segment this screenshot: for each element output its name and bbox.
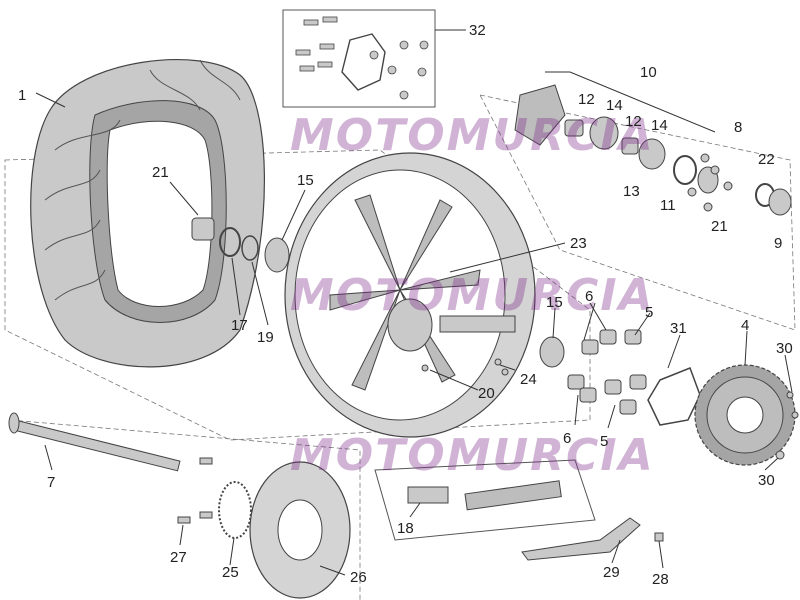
callout-5-lower: 5 bbox=[600, 433, 608, 450]
cush-drive-group bbox=[514, 84, 792, 216]
brake-disc bbox=[249, 461, 351, 599]
callout-30-lower: 30 bbox=[758, 472, 775, 489]
callout-30-upper: 30 bbox=[776, 340, 793, 357]
callout-10: 10 bbox=[640, 64, 657, 81]
abs-ring-25 bbox=[218, 481, 252, 539]
callout-15-left: 15 bbox=[297, 172, 314, 189]
rear-sprocket bbox=[694, 364, 796, 466]
bolt-kit-box bbox=[282, 9, 436, 108]
callout-27: 27 bbox=[170, 549, 187, 566]
watermark-3: MOTOMURCIA bbox=[290, 430, 655, 481]
callout-11: 11 bbox=[660, 197, 676, 214]
hub-sleeve-23 bbox=[439, 315, 516, 333]
callout-9: 9 bbox=[774, 235, 782, 252]
callout-22: 22 bbox=[758, 151, 775, 168]
hub-group-outline bbox=[479, 94, 796, 331]
carrier-plate-31 bbox=[647, 367, 701, 426]
small-bolts bbox=[421, 358, 799, 460]
callout-4: 4 bbox=[741, 317, 749, 334]
callout-6-upper: 6 bbox=[585, 288, 593, 305]
kit-box-frame bbox=[282, 9, 436, 108]
wheel-rim bbox=[284, 152, 565, 438]
axle bbox=[8, 412, 181, 472]
callout-31: 31 bbox=[670, 320, 687, 337]
leader-lines bbox=[35, 29, 793, 576]
tyre-tread bbox=[44, 59, 241, 301]
wheel-group-outline bbox=[4, 149, 591, 441]
callout-17: 17 bbox=[231, 317, 248, 334]
callout-32: 32 bbox=[469, 22, 486, 39]
callout-21-right: 21 bbox=[711, 218, 728, 235]
callout-20: 20 bbox=[478, 385, 495, 402]
callout-29: 29 bbox=[603, 564, 620, 581]
callout-14-right: 14 bbox=[651, 117, 668, 134]
callout-5-upper: 5 bbox=[645, 304, 653, 321]
circlip-17 bbox=[219, 227, 241, 257]
callout-1: 1 bbox=[18, 87, 26, 104]
callout-13: 13 bbox=[623, 183, 640, 200]
callout-12-right: 12 bbox=[625, 113, 642, 130]
callout-19: 19 bbox=[257, 329, 274, 346]
tyre bbox=[30, 59, 266, 368]
cush-rubbers bbox=[567, 329, 647, 415]
callout-23: 23 bbox=[570, 235, 587, 252]
watermarks: MOTOMURCIA MOTOMURCIA MOTOMURCIA bbox=[290, 110, 655, 481]
brake-bolts bbox=[177, 457, 664, 542]
callout-6-lower: 6 bbox=[563, 430, 571, 447]
callout-28: 28 bbox=[652, 571, 669, 588]
axle-group-outline bbox=[9, 419, 361, 600]
callout-7: 7 bbox=[47, 474, 55, 491]
kit-bolts bbox=[295, 16, 429, 100]
callout-12-left: 12 bbox=[578, 91, 595, 108]
chain-guide-29 bbox=[521, 517, 641, 561]
callouts: 1 4 5 5 6 6 7 8 9 10 11 12 12 13 14 14 1… bbox=[18, 22, 793, 588]
chain-box bbox=[374, 459, 596, 541]
watermark-1: MOTOMURCIA bbox=[290, 110, 655, 161]
assembly-outlines bbox=[4, 94, 796, 600]
bearing-15-right bbox=[539, 336, 565, 368]
spacer-21 bbox=[191, 217, 215, 241]
bearing-15-left bbox=[264, 237, 290, 273]
left-hub-parts bbox=[191, 217, 290, 273]
callout-8: 8 bbox=[734, 119, 742, 136]
sprocket-carrier bbox=[514, 84, 566, 146]
callout-26: 26 bbox=[350, 569, 367, 586]
callout-24: 24 bbox=[520, 371, 537, 388]
watermark-2: MOTOMURCIA bbox=[290, 270, 655, 321]
callout-18: 18 bbox=[397, 520, 414, 537]
callout-15-right: 15 bbox=[546, 294, 563, 311]
callout-25: 25 bbox=[222, 564, 239, 581]
circlip-19 bbox=[241, 235, 259, 261]
callout-21-left: 21 bbox=[152, 164, 169, 181]
sprocket-carrier-plate bbox=[341, 33, 386, 91]
callout-14-left: 14 bbox=[606, 97, 623, 114]
